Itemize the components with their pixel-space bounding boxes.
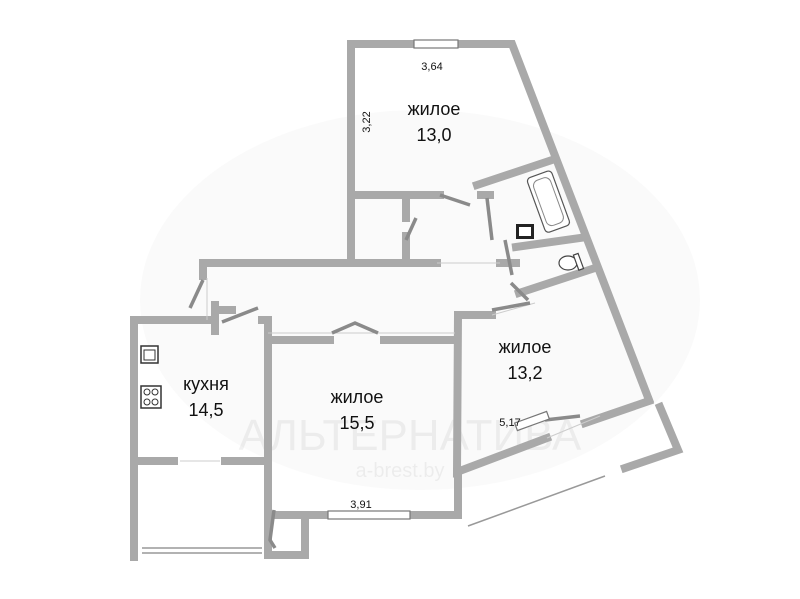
kitchen-sink-icon bbox=[140, 345, 159, 364]
door bbox=[509, 281, 530, 302]
door bbox=[439, 193, 471, 207]
fixtures bbox=[140, 170, 585, 409]
room-name-right: жилое bbox=[499, 337, 552, 357]
dimension-labels: 3,64 3,22 5,17 3,91 bbox=[350, 61, 520, 511]
door bbox=[404, 217, 418, 241]
door bbox=[503, 239, 514, 276]
doors bbox=[188, 193, 581, 549]
stove-icon bbox=[140, 385, 162, 409]
door bbox=[491, 301, 531, 312]
room-area-kitchen: 14,5 bbox=[188, 400, 223, 420]
windows bbox=[327, 39, 551, 520]
door bbox=[544, 414, 581, 422]
bathtub-icon bbox=[526, 170, 571, 233]
room-name-kitchen: кухня bbox=[183, 374, 229, 394]
room-area-top: 13,0 bbox=[416, 125, 451, 145]
sink-icon bbox=[516, 224, 534, 239]
door bbox=[221, 306, 259, 324]
dim-top-depth: 3,22 bbox=[361, 111, 373, 132]
room-name-top: жилое bbox=[408, 99, 461, 119]
watermark: АЛЬТЕРНАТИВА a-brest.by bbox=[239, 411, 582, 482]
room-area-right: 13,2 bbox=[507, 363, 542, 383]
door bbox=[331, 321, 379, 335]
toilet-icon bbox=[558, 252, 585, 271]
thin-lines bbox=[142, 262, 606, 554]
door bbox=[188, 279, 205, 309]
window bbox=[513, 410, 551, 432]
dim-right-width: 5,17 bbox=[499, 417, 520, 429]
dim-middle-width: 3,91 bbox=[350, 499, 371, 511]
window bbox=[327, 510, 411, 520]
door bbox=[485, 197, 494, 241]
room-area-middle: 15,5 bbox=[339, 413, 374, 433]
room-labels: жилое 13,0 жилое 13,2 жилое 15,5 кухня 1… bbox=[183, 99, 551, 433]
dim-top-width: 3,64 bbox=[421, 61, 442, 73]
window bbox=[413, 39, 459, 49]
walls bbox=[130, 40, 684, 561]
door bbox=[268, 509, 277, 549]
room-name-middle: жилое bbox=[331, 387, 384, 407]
watermark-site: a-brest.by bbox=[356, 460, 445, 482]
